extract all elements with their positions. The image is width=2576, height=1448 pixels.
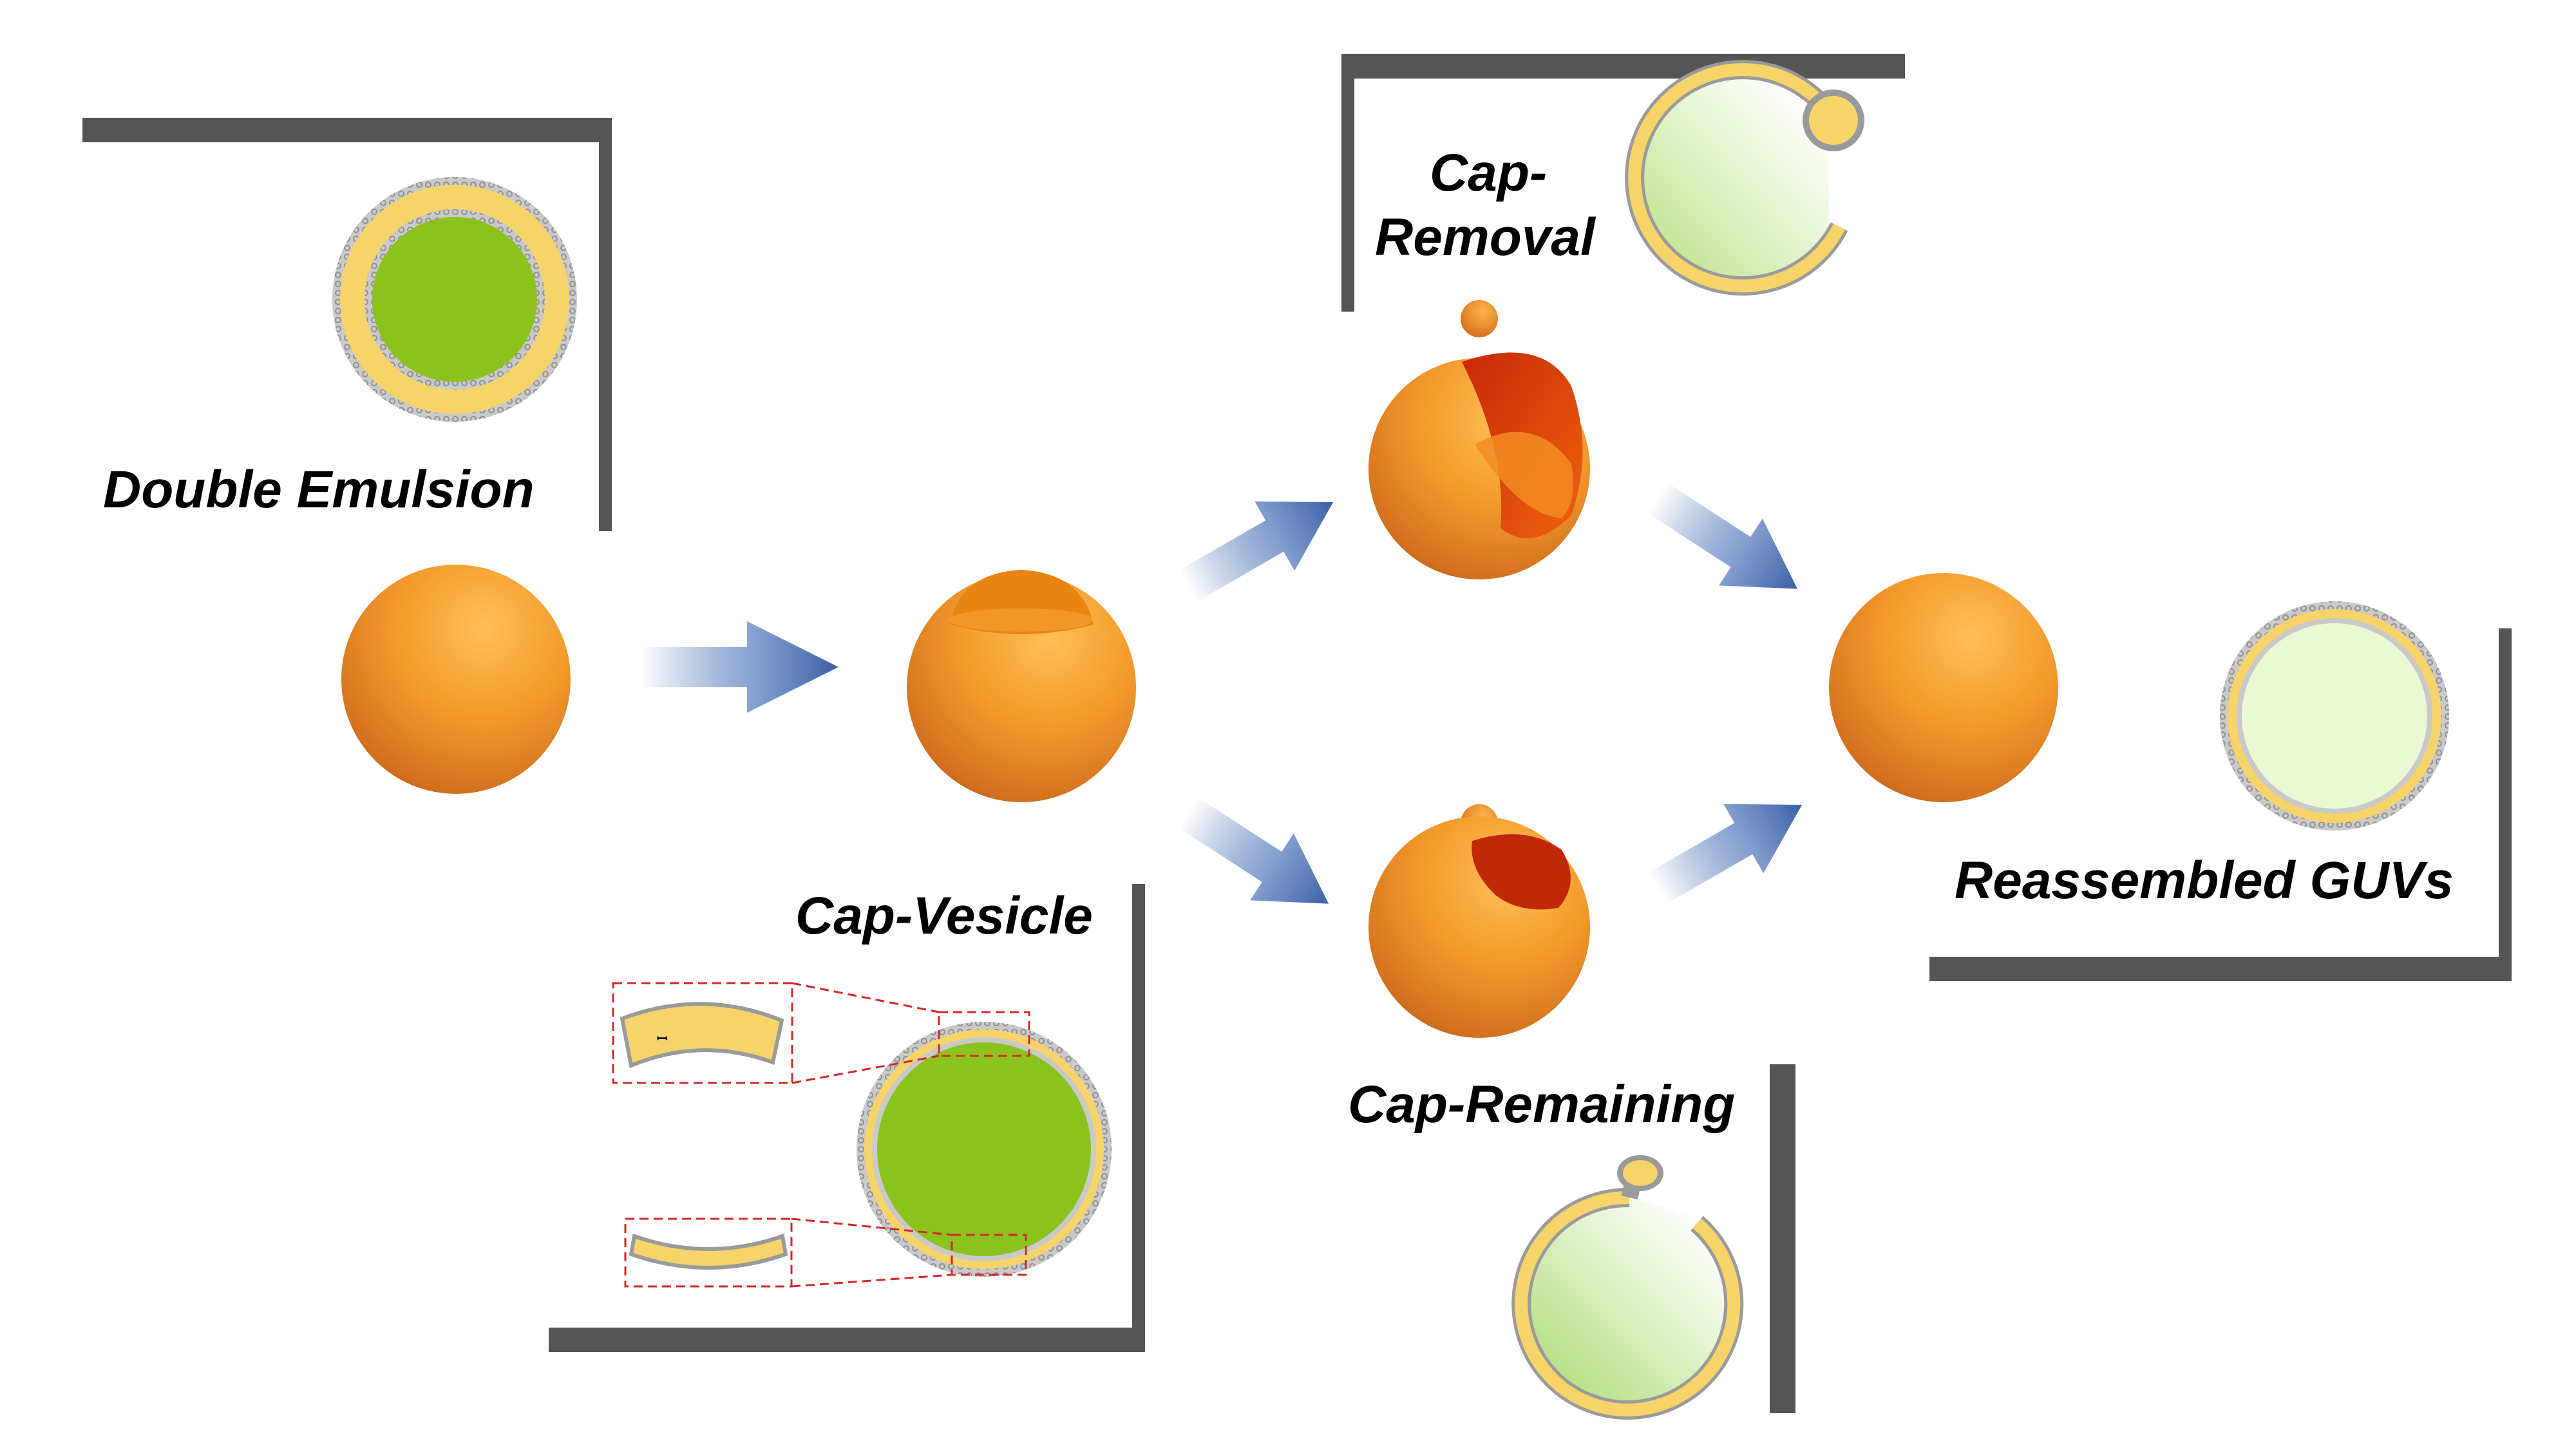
cap-remaining-cross-section-icon bbox=[1511, 1155, 1744, 1420]
arrow-to-cap-removal bbox=[1179, 501, 1334, 602]
cap-remaining-sphere-icon bbox=[1368, 804, 1590, 1038]
zoom-box-bottom bbox=[624, 1218, 1027, 1288]
label-cap-removal-line1: Cap- bbox=[1430, 144, 1547, 202]
label-cap-remaining: Cap-Remaining bbox=[1348, 1075, 1735, 1134]
cap-removal-sphere-icon bbox=[1368, 300, 1590, 579]
reassembled-guv-sphere-icon bbox=[1829, 573, 2058, 802]
arrow-to-cap-remaining bbox=[1178, 797, 1329, 904]
frame-double-emulsion bbox=[82, 118, 612, 531]
zoom-box-top bbox=[612, 982, 1030, 1084]
label-cap-removal-line2: Removal bbox=[1375, 208, 1596, 267]
membrane-detail-bottom-icon bbox=[629, 1234, 788, 1270]
frame-cap-vesicle bbox=[549, 884, 1145, 1352]
label-reassembled-guvs: Reassembled GUVs bbox=[1955, 851, 2454, 910]
label-double-emulsion: Double Emulsion bbox=[103, 460, 535, 519]
cap-vesicle-sphere-icon bbox=[907, 570, 1136, 802]
frame-reassembled-guvs bbox=[1929, 628, 2512, 981]
double-emulsion-cross-section-icon bbox=[332, 177, 577, 422]
cap-removal-cross-section-icon bbox=[1625, 60, 1864, 296]
svg-text:ꟷ: ꟷ bbox=[657, 1032, 667, 1046]
double-emulsion-sphere-icon bbox=[341, 565, 571, 794]
arrow-from-cap-removal bbox=[1647, 482, 1798, 589]
frame-cap-removal bbox=[1341, 54, 1905, 312]
membrane-detail-top-icon: ꟷ bbox=[620, 1002, 784, 1069]
arrow-from-cap-remaining bbox=[1648, 804, 1803, 905]
frame-cap-remaining bbox=[1770, 1064, 1795, 1413]
arrow-to-cap-vesicle bbox=[641, 621, 838, 713]
cap-vesicle-cross-section-icon bbox=[857, 1022, 1112, 1277]
label-cap-vesicle: Cap-Vesicle bbox=[795, 887, 1093, 945]
reassembled-guv-cross-section-icon bbox=[2220, 601, 2449, 831]
